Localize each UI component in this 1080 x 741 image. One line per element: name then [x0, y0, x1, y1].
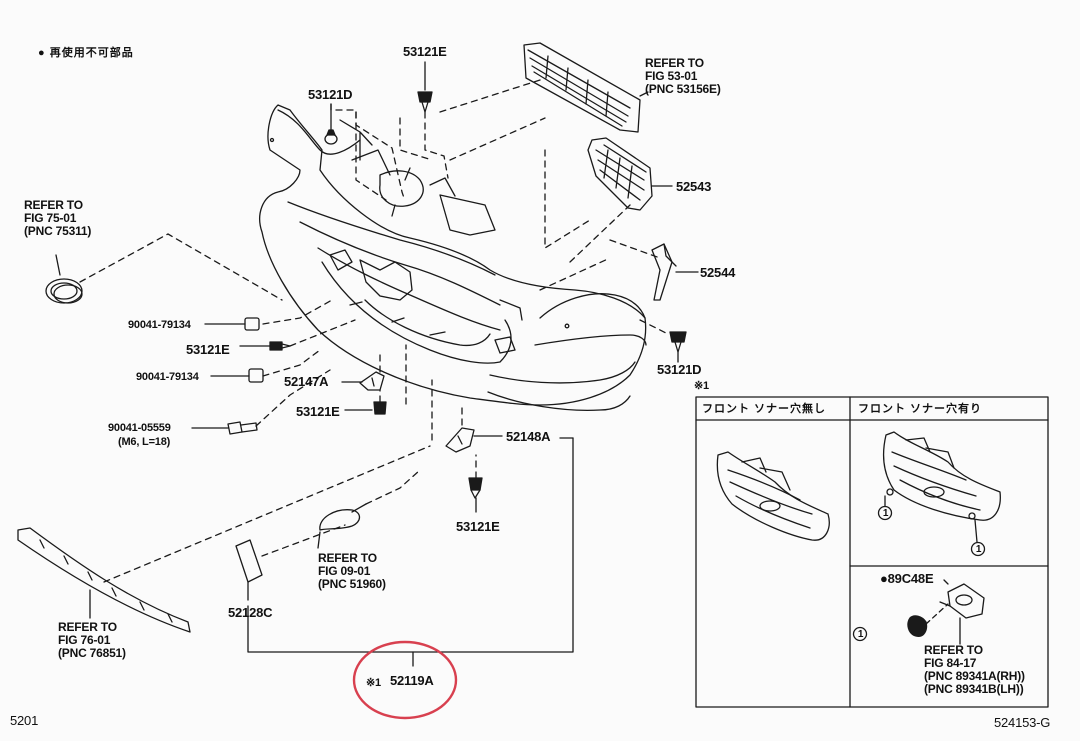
ref-fig09: REFER TO FIG 09-01 (PNC 51960) — [318, 552, 386, 591]
label-52119A: 52119A — [390, 673, 434, 688]
legend-text: 再使用不可部品 — [49, 47, 134, 59]
callout-1-b-label: 1 — [975, 544, 982, 555]
screw-90041-05559 — [191, 421, 258, 435]
ref-fig75-line2: FIG 75-01 — [24, 211, 77, 225]
callout-1-c — [852, 626, 868, 642]
ref-fig84-line4: (PNC 89341B(LH)) — [924, 682, 1024, 696]
nut-90041-79134-b — [210, 368, 264, 383]
callout-1-b — [970, 541, 986, 557]
clip-53121D-right — [669, 331, 687, 363]
ref-fig09-line3: (PNC 51960) — [318, 577, 386, 591]
inset-bumper-no-sonar — [716, 451, 830, 541]
clip-53121E-mid — [344, 401, 387, 415]
assembly-bracket — [247, 437, 574, 667]
label-90041-05559: 90041-05559 — [108, 422, 171, 434]
ref-fig76: REFER TO FIG 76-01 (PNC 76851) — [58, 621, 126, 660]
label-90041-79134-a: 90041-79134 — [128, 319, 191, 331]
bracket-52544 — [651, 243, 699, 301]
label-52147A: 52147A — [284, 374, 329, 389]
label-53121D-right: 53121D — [657, 362, 702, 377]
label-90041-05559-spec: (M6, L=18) — [118, 436, 171, 448]
inset-bumper-with-sonar — [882, 431, 1001, 543]
label-89C48E: ●89C48E — [880, 571, 934, 586]
label-53121E-mid: 53121E — [296, 404, 340, 419]
ref-fig53-line2: FIG 53-01 — [645, 69, 698, 83]
ref-fig53-line1: REFER TO — [645, 56, 704, 70]
ref-fig76-line2: FIG 76-01 — [58, 633, 111, 647]
bracket-52147A — [341, 371, 385, 391]
footer-page-number: 5201 — [10, 713, 39, 728]
label-52119A-mark: ※1 — [366, 677, 381, 689]
ref-fig76-line3: (PNC 76851) — [58, 646, 126, 660]
cap-52128C — [235, 539, 263, 601]
ref-fig53-line3: (PNC 53156E) — [645, 82, 721, 96]
ref-fig84-line1: REFER TO — [924, 643, 983, 657]
ref-fig53: REFER TO FIG 53-01 (PNC 53156E) — [645, 57, 721, 96]
ref-fig84-line2: FIG 84-17 — [924, 656, 977, 670]
callout-1-a-label: 1 — [882, 508, 889, 519]
inset-box — [695, 396, 1049, 708]
label-mark-right: ※1 — [694, 380, 709, 392]
clip-53121E-low — [468, 477, 483, 513]
highlight-circle — [352, 640, 458, 720]
legend-bullet: ● — [38, 47, 46, 59]
nut-90041-79134-a — [204, 317, 260, 331]
label-53121E-left: 53121E — [186, 342, 230, 357]
bracket-52148A — [445, 427, 503, 453]
ref-fig76-line1: REFER TO — [58, 620, 117, 634]
ref-fig75-line1: REFER TO — [24, 198, 83, 212]
bumper-cover — [259, 104, 647, 411]
label-52544: 52544 — [700, 265, 736, 280]
callout-1-a — [877, 505, 893, 521]
label-90041-79134-b: 90041-79134 — [136, 371, 199, 383]
ref-fig09-line2: FIG 09-01 — [318, 564, 371, 578]
emblem-ring — [45, 254, 83, 304]
legend: ● 再使用不可部品 — [38, 46, 134, 60]
label-53121E-low: 53121E — [456, 519, 500, 534]
footer-figure-code: 524153-G — [994, 715, 1051, 730]
ref-fig84: REFER TO FIG 84-17 (PNC 89341A(RH)) (PNC… — [924, 644, 1025, 696]
sonar-sensor — [907, 579, 985, 645]
ref-fig75-line3: (PNC 75311) — [24, 224, 92, 238]
inset-header-right: フロント ソナー穴有り — [858, 403, 983, 415]
label-53121E-top: 53121E — [403, 44, 447, 59]
towing-hook — [317, 503, 367, 549]
lower-moulding — [17, 527, 191, 633]
upper-grille — [523, 42, 649, 133]
callout-1-c-label: 1 — [857, 629, 864, 640]
clip-53121E-top — [417, 61, 433, 113]
ref-fig09-line1: REFER TO — [318, 551, 377, 565]
inset-header-left: フロント ソナー穴無し — [702, 403, 827, 415]
dashed-leaders — [79, 79, 669, 583]
ref-fig75: REFER TO FIG 75-01 (PNC 75311) — [24, 199, 91, 238]
grille-52543 — [587, 137, 673, 211]
label-52148A: 52148A — [506, 429, 551, 444]
label-52543: 52543 — [676, 179, 712, 194]
label-53121D-top: 53121D — [308, 87, 353, 102]
label-52128C: 52128C — [228, 605, 273, 620]
ref-fig84-line3: (PNC 89341A(RH)) — [924, 669, 1025, 683]
clip-53121E-left — [239, 341, 291, 351]
